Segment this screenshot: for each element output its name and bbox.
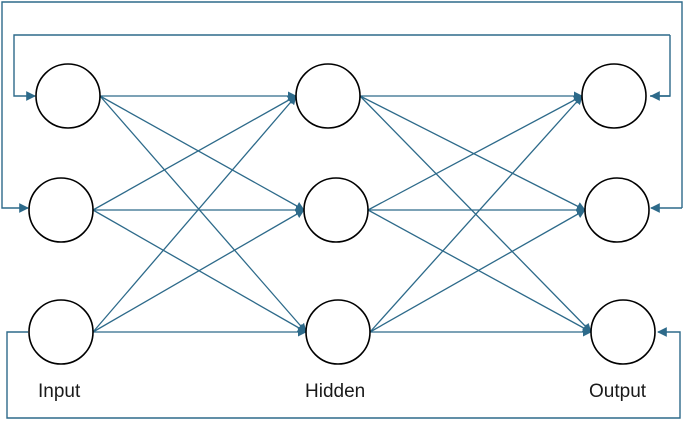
hidden-3-to-output-1-edge: [369, 95, 583, 333]
hidden-neuron-3: [305, 299, 371, 365]
hidden-layer-label: Hidden: [305, 381, 365, 402]
output-neuron-3: [590, 299, 656, 365]
input-2-to-hidden-1-edge: [92, 95, 297, 211]
input-3-to-hidden-2-edge: [92, 209, 305, 333]
output-neuron-1: [581, 63, 647, 129]
output-neuron-2: [584, 177, 650, 243]
connections: [92, 91, 592, 337]
input-3-to-hidden-1-edge: [92, 95, 297, 333]
neurons: [28, 63, 656, 365]
hidden-1-to-output-2-edge: [359, 95, 586, 211]
hidden-neuron-1: [295, 63, 361, 129]
hidden-neuron-2: [303, 177, 369, 243]
hidden-2-to-output-3-edge: [367, 209, 592, 333]
input-neuron-3: [28, 299, 94, 365]
input-1-to-hidden-3-edge: [99, 95, 307, 333]
feedback-loop-outer: [1, 1, 683, 213]
input-layer-label: Input: [38, 381, 81, 402]
hidden-2-to-output-1-edge: [367, 95, 583, 211]
input-1-to-hidden-2-edge: [99, 95, 305, 211]
hidden-3-to-output-2-edge: [369, 209, 586, 333]
output-layer-label: Output: [589, 381, 647, 402]
input-neuron-1: [35, 63, 101, 129]
feedback-loop-bottom: [6, 327, 681, 419]
input-neuron-2: [28, 177, 94, 243]
